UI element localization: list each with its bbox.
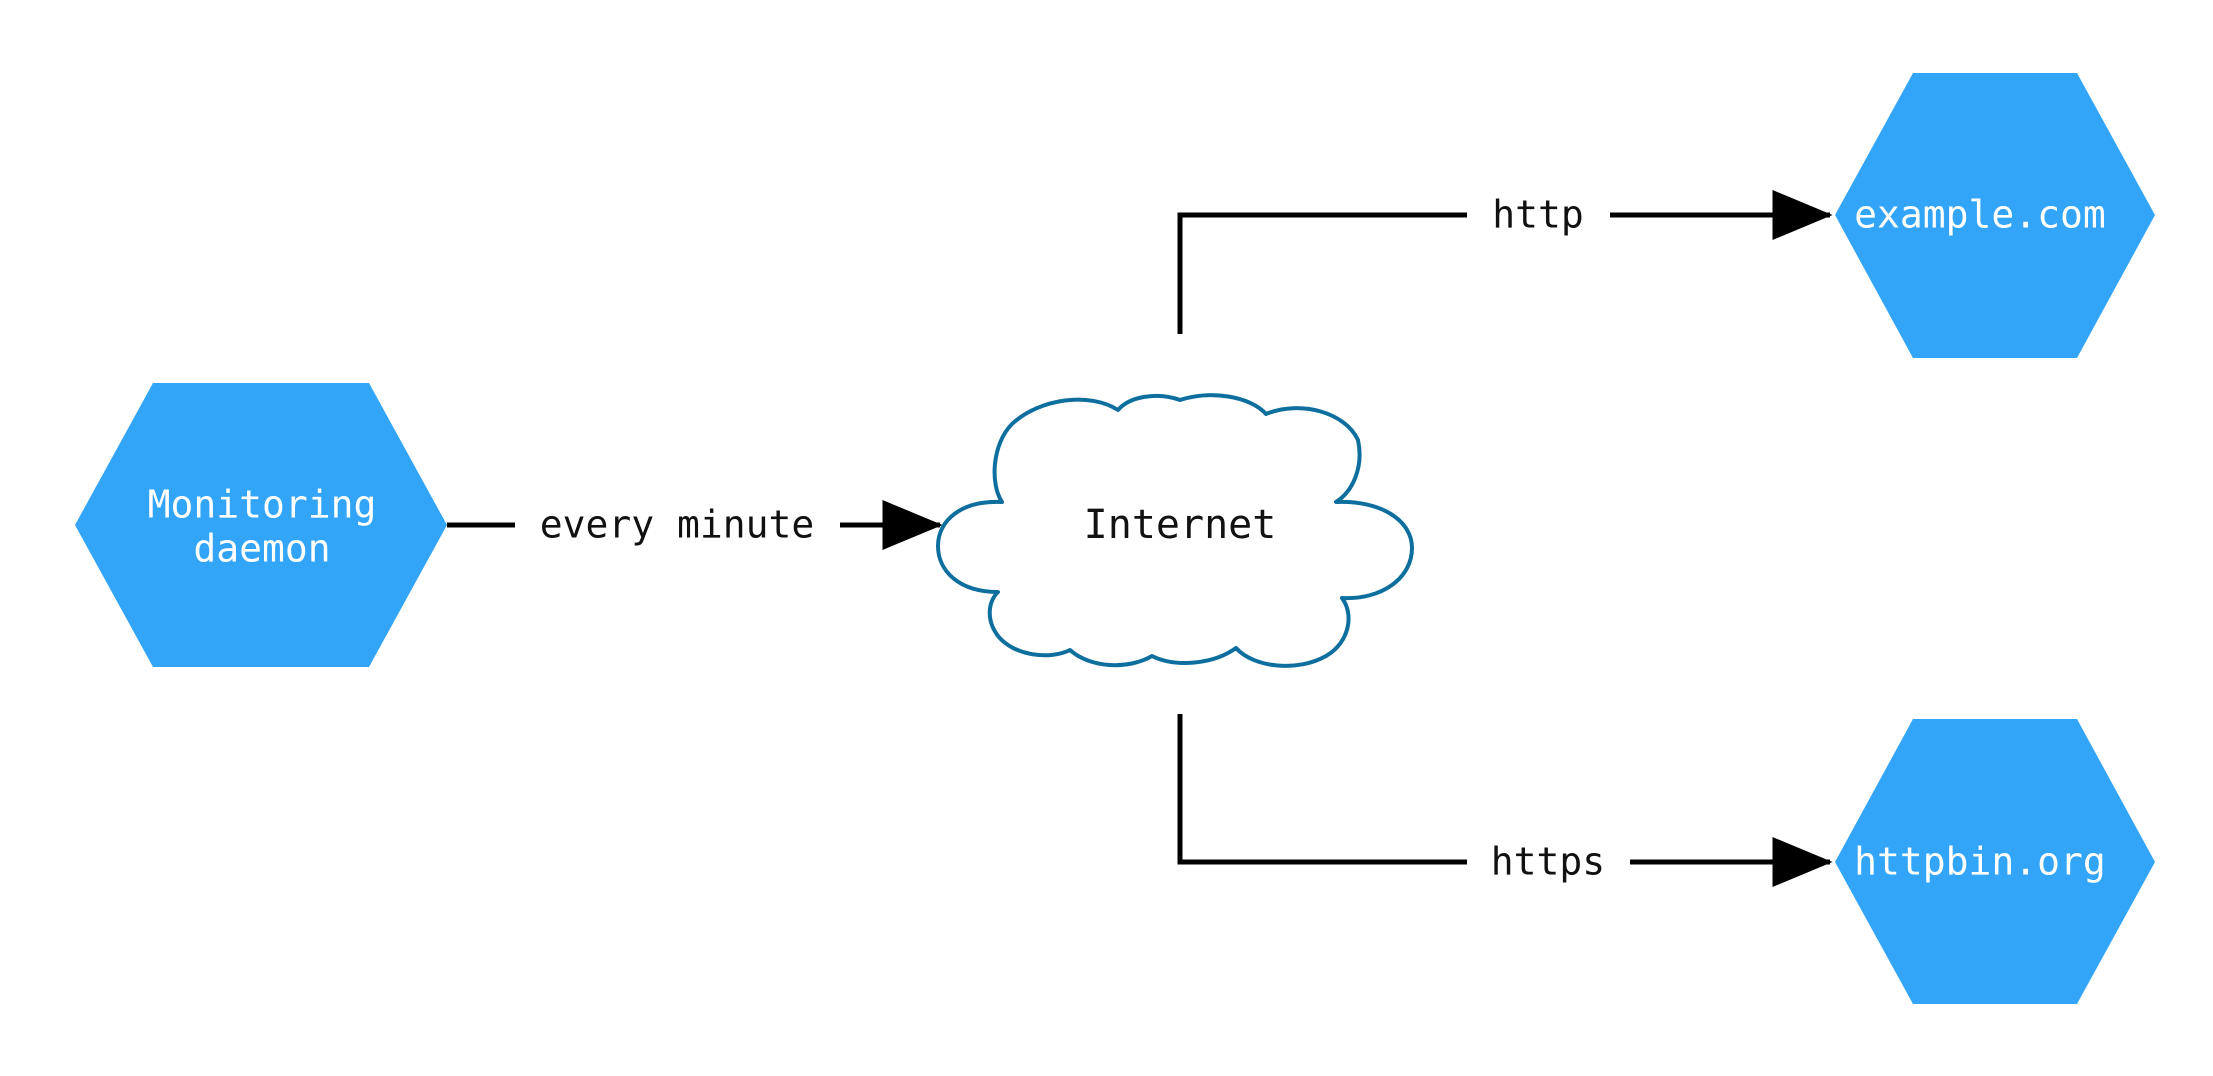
node-monitoring-daemon[interactable]: Monitoring daemon [75,383,447,667]
node-example-com[interactable]: example.com [1835,73,2155,358]
edge-daemon-to-internet: every minute [447,500,943,550]
edge-internet-to-httpbin: https [1177,714,1833,887]
edge-internet-to-example: http [1177,190,1833,334]
internet-cloud-shape[interactable] [936,393,1414,668]
httpbin-org-hexagon[interactable] [1835,719,2155,1004]
edge-label-every-minute: every minute [540,503,815,547]
node-httpbin-org[interactable]: httpbin.org [1835,719,2155,1004]
internet-label: Internet [1084,502,1277,548]
example-com-hexagon[interactable] [1835,73,2155,358]
edge-label-https: https [1491,840,1605,884]
monitoring-daemon-label-line2: daemon [193,527,330,571]
httpbin-org-label: httpbin.org [1854,840,2106,884]
monitoring-daemon-label-line1: Monitoring [148,483,377,527]
node-internet[interactable]: Internet [936,393,1414,668]
edge-label-http: http [1492,193,1584,237]
monitoring-daemon-hexagon[interactable] [75,383,447,667]
edge-elbow-https [1177,714,1467,865]
example-com-label: example.com [1854,193,2106,237]
edge-elbow-http [1177,212,1467,334]
